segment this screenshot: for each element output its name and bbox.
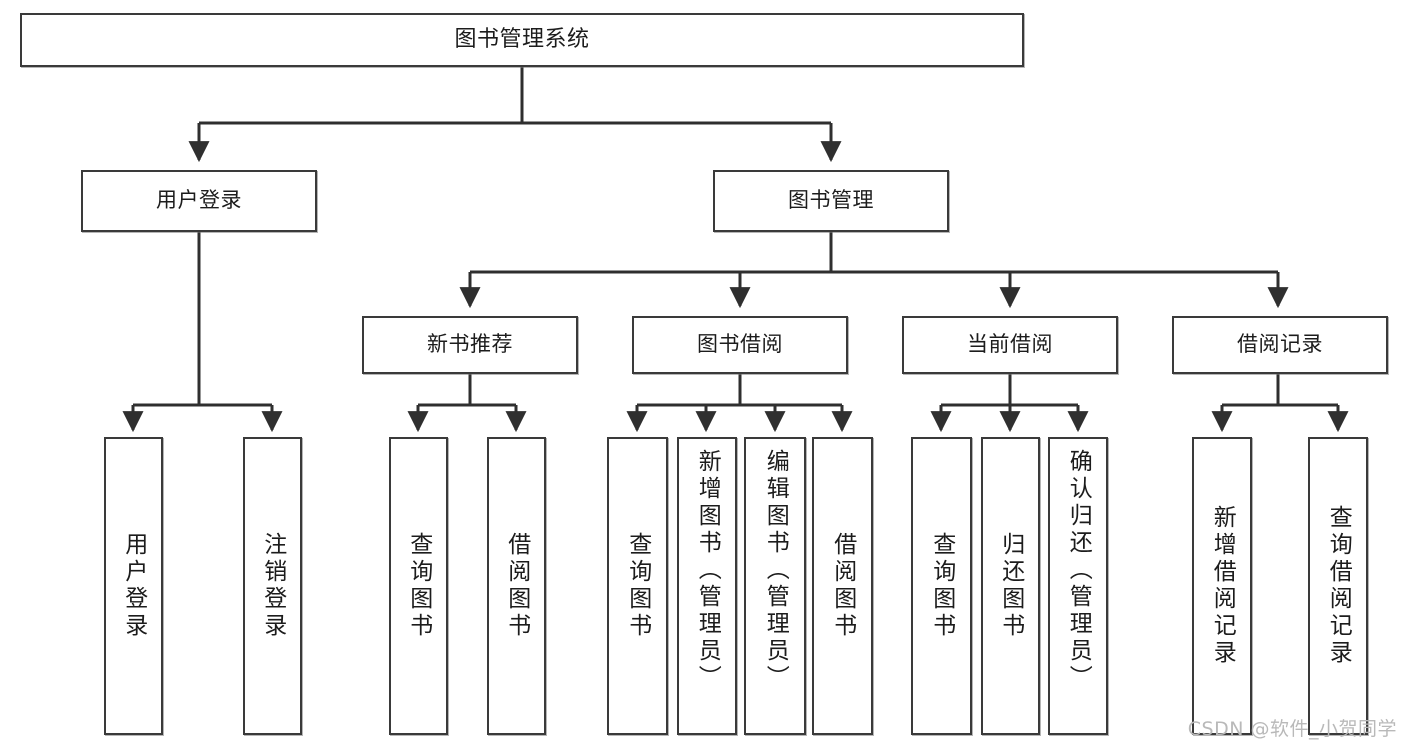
node-label: 注销登录	[259, 532, 286, 640]
node-leaf-add-book-admin[interactable]: 新增图书（管理员）	[677, 437, 737, 735]
node-leaf-query-borrow-record[interactable]: 查询借阅记录	[1308, 437, 1368, 735]
node-borrow-record[interactable]: 借阅记录	[1172, 316, 1388, 374]
node-label: 查询借阅记录	[1325, 505, 1352, 667]
node-label: 用户登录	[156, 188, 242, 213]
node-label: 新增借阅记录	[1209, 505, 1236, 667]
node-leaf-borrow-book-1[interactable]: 借阅图书	[487, 437, 546, 735]
node-label: 新书推荐	[427, 332, 513, 357]
node-new-book-recommendation[interactable]: 新书推荐	[362, 316, 578, 374]
node-current-borrow[interactable]: 当前借阅	[902, 316, 1118, 374]
node-leaf-user-login[interactable]: 用户登录	[104, 437, 163, 735]
node-label: 查询图书	[624, 532, 651, 640]
node-label: 查询图书	[405, 532, 432, 640]
node-leaf-return-book[interactable]: 归还图书	[981, 437, 1040, 735]
node-leaf-add-borrow-record[interactable]: 新增借阅记录	[1192, 437, 1252, 735]
node-label: 借阅记录	[1237, 332, 1323, 357]
node-label: 图书管理系统	[454, 26, 590, 52]
node-leaf-query-book-1[interactable]: 查询图书	[389, 437, 448, 735]
node-leaf-logout[interactable]: 注销登录	[243, 437, 302, 735]
node-book-management[interactable]: 图书管理	[713, 170, 949, 232]
node-label: 当前借阅	[967, 332, 1053, 357]
node-label: 归还图书	[997, 532, 1024, 640]
node-label: 图书借阅	[697, 332, 783, 357]
node-label: 借阅图书	[829, 532, 856, 640]
node-label: 用户登录	[120, 532, 147, 640]
node-root-book-management-system[interactable]: 图书管理系统	[20, 13, 1024, 67]
node-user-login[interactable]: 用户登录	[81, 170, 317, 232]
node-label: 查询图书	[928, 532, 955, 640]
node-label: 图书管理	[788, 188, 874, 213]
csdn-watermark: CSDN @软件_小贺同学	[1187, 718, 1397, 740]
node-label: 确认归还（管理员）	[1065, 449, 1092, 692]
node-leaf-borrow-book-2[interactable]: 借阅图书	[812, 437, 873, 735]
node-label: 借阅图书	[503, 532, 530, 640]
node-label: 新增图书（管理员）	[694, 449, 721, 692]
node-leaf-query-book-2[interactable]: 查询图书	[607, 437, 668, 735]
node-book-borrow[interactable]: 图书借阅	[632, 316, 848, 374]
node-leaf-confirm-return-admin[interactable]: 确认归还（管理员）	[1048, 437, 1108, 735]
node-leaf-edit-book-admin[interactable]: 编辑图书（管理员）	[744, 437, 806, 735]
node-leaf-query-book-3[interactable]: 查询图书	[911, 437, 972, 735]
node-label: 编辑图书（管理员）	[762, 449, 789, 692]
